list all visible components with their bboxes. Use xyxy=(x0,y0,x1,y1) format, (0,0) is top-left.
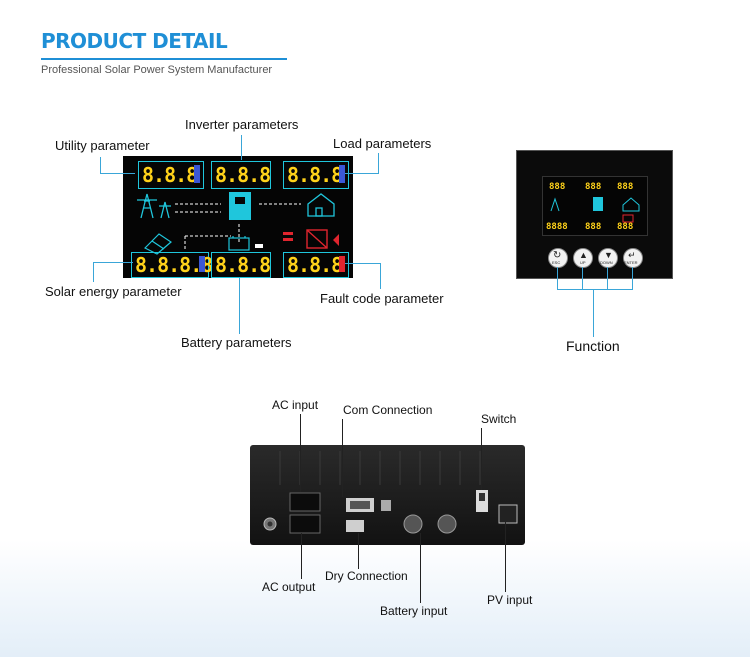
battery-input-label: Battery input xyxy=(380,604,448,618)
power-flow-icons xyxy=(137,192,339,255)
dry-connection-label: Dry Connection xyxy=(325,569,408,583)
inverter-readout: 8.8.8 xyxy=(215,163,271,187)
page-title: PRODUCT DETAIL xyxy=(41,29,228,53)
svg-text:888: 888 xyxy=(617,222,633,232)
load-parameters-label: Load parameters xyxy=(333,136,432,151)
solar-energy-parameter-label: Solar energy parameter xyxy=(45,284,182,299)
arrow-up-icon: ▲ xyxy=(579,250,588,260)
title-underline xyxy=(41,58,287,60)
inverter-rear-panel xyxy=(250,445,525,545)
utility-parameter-label: Utility parameter xyxy=(55,138,150,153)
svg-text:888: 888 xyxy=(585,182,601,192)
utility-readout-box: 8.8.8 xyxy=(138,161,204,189)
battery-readout: 8.8.8 xyxy=(215,253,271,277)
battery-readout-box: 8.8.8 xyxy=(211,252,271,278)
solar-panel-icon xyxy=(143,233,172,255)
page-subtitle: Professional Solar Power System Manufact… xyxy=(41,64,273,76)
up-button[interactable]: ▲ UP xyxy=(573,248,593,268)
house-load-icon xyxy=(307,193,335,217)
com-connection-label: Com Connection xyxy=(343,403,433,417)
down-button[interactable]: ▼ DOWN xyxy=(598,248,618,268)
lcd-display: 8.8.8 8.8.8 8.8.8 xyxy=(123,156,353,278)
refresh-icon: ↻ xyxy=(553,250,562,261)
inverter-parameters-label: Inverter parameters xyxy=(185,117,299,132)
switch-label: Switch xyxy=(481,412,517,426)
battery-parameters-label: Battery parameters xyxy=(181,335,292,350)
svg-text:888: 888 xyxy=(617,182,633,192)
ac-output-label: AC output xyxy=(262,580,316,594)
utility-readout: 8.8.8 xyxy=(142,163,198,187)
enter-button[interactable]: ↵ ENTER xyxy=(623,248,643,268)
fault-readout-box: 8.8.8 xyxy=(283,252,349,278)
utility-pylon-icon xyxy=(137,193,171,219)
fault-code-parameter-label: Fault code parameter xyxy=(320,291,444,306)
svg-text:888: 888 xyxy=(585,222,601,232)
fault-indicators-icon xyxy=(283,229,339,249)
load-readout-box: 8.8.8 xyxy=(283,161,349,189)
enter-icon: ↵ xyxy=(628,250,636,260)
inverter-readout-box: 8.8.8 xyxy=(211,161,271,189)
svg-text:888: 888 xyxy=(549,182,565,192)
battery-icon xyxy=(228,236,250,251)
arrow-down-icon: ▼ xyxy=(604,250,613,260)
pv-input-label: PV input xyxy=(487,593,533,607)
solar-readout-box: 8.8.8.8 xyxy=(131,252,213,278)
ac-input-label: AC input xyxy=(272,398,319,412)
esc-button[interactable]: ↻ ESC xyxy=(548,248,568,268)
load-readout: 8.8.8 xyxy=(287,163,343,187)
inverter-icon xyxy=(229,192,251,220)
function-label: Function xyxy=(566,338,620,354)
fault-readout: 8.8.8 xyxy=(287,253,343,277)
svg-text:8888: 8888 xyxy=(546,222,568,232)
